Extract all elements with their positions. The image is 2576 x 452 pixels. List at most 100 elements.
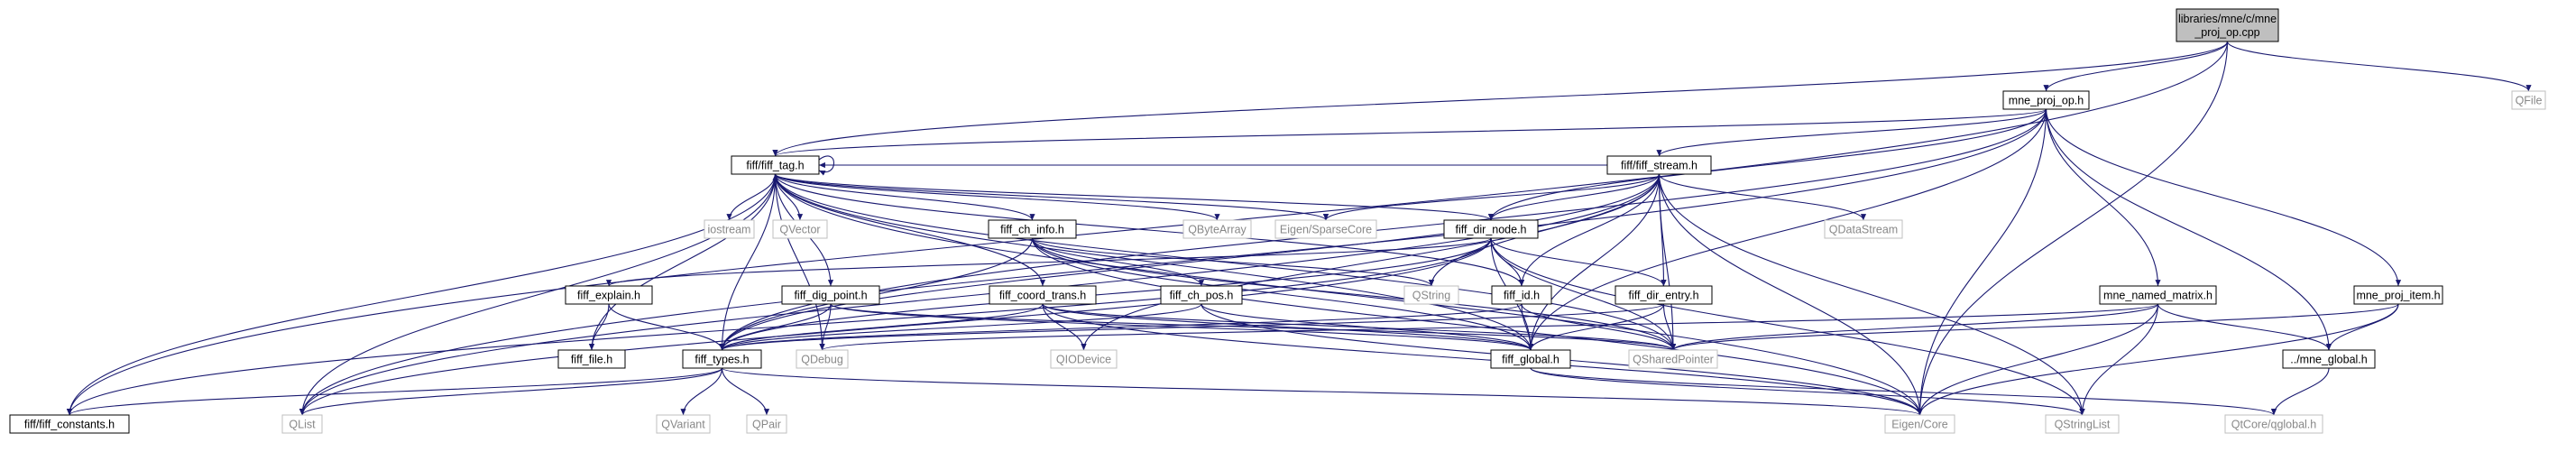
node-fiff-ch-pos[interactable]: fiff_ch_pos.h bbox=[1160, 285, 1243, 305]
node-qstringlist: QStringList bbox=[2045, 414, 2120, 434]
node-label: fiff_dig_point.h bbox=[794, 290, 867, 302]
node-label: fiff/fiff_constants.h bbox=[24, 419, 115, 431]
node-box bbox=[1274, 219, 1377, 239]
node-mne-proj-item[interactable]: mne_proj_item.h bbox=[2353, 285, 2443, 305]
node-qsharedpointer: QSharedPointer bbox=[1628, 349, 1718, 369]
node-fiff-tag[interactable]: fiff/fiff_tag.h bbox=[731, 155, 820, 175]
node-box bbox=[2224, 414, 2323, 434]
node-label: mne_proj_op.h bbox=[2009, 95, 2084, 107]
edge-fiff_tag-to-eigen_core bbox=[774, 173, 1923, 416]
node-fiff-constants[interactable]: fiff/fiff_constants.h bbox=[9, 414, 130, 434]
node-mne-proj-op[interactable]: mne_proj_op.h bbox=[2002, 90, 2090, 110]
node-mne-named-matrix[interactable]: mne_named_matrix.h bbox=[2099, 285, 2217, 305]
node-label: QFile bbox=[2516, 95, 2543, 107]
node-box bbox=[682, 349, 762, 369]
node-box bbox=[1050, 349, 1118, 369]
edge-fiff_tag-to-qsharedpointer bbox=[774, 173, 1677, 351]
node-fiff-stream[interactable]: fiff/fiff_stream.h bbox=[1606, 155, 1712, 175]
node-label: QDataStream bbox=[1829, 224, 1898, 236]
node-box bbox=[1443, 219, 1539, 239]
edge-fiff_dir_entry-to-fiff_global bbox=[1527, 303, 1665, 351]
node-fiff-coord-trans[interactable]: fiff_coord_trans.h bbox=[989, 285, 1097, 305]
edge-fiff_dir_node-to-fiff_tag bbox=[772, 173, 1492, 221]
node-label: ../mne_global.h bbox=[2290, 354, 2368, 366]
node-iostream: iostream bbox=[704, 219, 755, 239]
node-label: QtCore/qglobal.h bbox=[2231, 419, 2317, 431]
node-box bbox=[565, 285, 653, 305]
edge-fiff_coord_trans-to-qiodevice bbox=[1042, 303, 1087, 351]
node-box bbox=[704, 219, 755, 239]
node-box bbox=[656, 414, 711, 434]
node-label: fiff/fiff_tag.h bbox=[746, 160, 804, 172]
node-label: libraries/mne/c/mne bbox=[2178, 13, 2277, 25]
edge-fiff_global-to-qstringlist bbox=[1530, 367, 2085, 416]
node-qbytearray: QByteArray bbox=[1182, 219, 1252, 239]
edge-mne_global-to-qglobal bbox=[2270, 367, 2330, 416]
node-label: QList bbox=[289, 419, 316, 431]
node-label: fiff_ch_info.h bbox=[1000, 224, 1064, 236]
edge-mne_proj_op-to-fiff_dir_node bbox=[1487, 108, 2047, 221]
edge-mne_proj_op-to-mne_proj_item bbox=[2045, 108, 2402, 287]
node-box bbox=[1403, 285, 1459, 305]
node-fiff-ch-info[interactable]: fiff_ch_info.h bbox=[988, 219, 1077, 239]
node-fiff-id[interactable]: fiff_id.h bbox=[1491, 285, 1552, 305]
edge-fiff_ch_pos-to-fiff_types bbox=[719, 303, 1202, 351]
node-qvariant: QVariant bbox=[656, 414, 711, 434]
edge-fiff_ch_info-to-qsharedpointer bbox=[1031, 237, 1676, 351]
node-label: fiff_file.h bbox=[571, 354, 612, 366]
edge-fiff_dir_node-to-fiff_dir_entry bbox=[1490, 237, 1667, 287]
node-label: fiff_coord_trans.h bbox=[999, 290, 1086, 302]
edge-root-to-fiff_constants bbox=[67, 41, 2229, 416]
node-eigen-sparse: Eigen/SparseCore bbox=[1274, 219, 1377, 239]
edge-fiff_tag-to-fiff_tag bbox=[818, 155, 835, 176]
node-eigen-core: Eigen/Core bbox=[1884, 414, 1955, 434]
edge-mne_named_matrix-to-qsharedpointer bbox=[1670, 303, 2159, 351]
edge-fiff_global-to-qglobal bbox=[1530, 367, 2277, 416]
edge-fiff_types-to-eigen_core bbox=[721, 367, 1923, 416]
node-box bbox=[2045, 414, 2120, 434]
edge-fiff_id-to-fiff_global bbox=[1521, 303, 1534, 351]
node-fiff-dir-entry[interactable]: fiff_dir_entry.h bbox=[1615, 285, 1713, 305]
node-fiff-explain[interactable]: fiff_explain.h bbox=[565, 285, 653, 305]
edge-fiff_stream-to-eigen_sparse bbox=[1323, 173, 1661, 221]
node-label: fiff_types.h bbox=[695, 354, 749, 366]
node-box bbox=[1490, 349, 1571, 369]
edge-fiff_tag-to-fiff_types bbox=[719, 173, 777, 351]
node-label: QIODevice bbox=[1056, 354, 1111, 366]
edge-fiff_ch_pos-to-fiff_global bbox=[1201, 303, 1533, 351]
edge-fiff_stream-to-fiff_global bbox=[1527, 173, 1661, 351]
node-label: fiff_dir_node.h bbox=[1456, 224, 1527, 236]
edge-fiff_tag-to-fiff_id bbox=[774, 173, 1524, 287]
node-box bbox=[281, 414, 323, 434]
node-fiff-global[interactable]: fiff_global.h bbox=[1490, 349, 1571, 369]
node-root: libraries/mne/c/mne_proj_op.cpp bbox=[2176, 8, 2279, 42]
node-fiff-dir-node[interactable]: fiff_dir_node.h bbox=[1443, 219, 1539, 239]
edge-mne_named_matrix-to-mne_global bbox=[2157, 303, 2332, 351]
node-box bbox=[9, 414, 130, 434]
edge-fiff_tag-to-fiff_coord_trans bbox=[774, 173, 1046, 287]
node-fiff-types[interactable]: fiff_types.h bbox=[682, 349, 762, 369]
node-fiff-dig-point[interactable]: fiff_dig_point.h bbox=[781, 285, 880, 305]
edge-fiff_ch_info-to-qstring bbox=[1031, 237, 1434, 287]
edge-mne_proj_op-to-fiff_types bbox=[719, 108, 2047, 351]
node-label: Eigen/Core bbox=[1891, 419, 1948, 431]
node-label: fiff_explain.h bbox=[577, 290, 640, 302]
node-box bbox=[989, 285, 1097, 305]
node-box bbox=[2282, 349, 2376, 369]
edge-mne_proj_item-to-qsharedpointer bbox=[1670, 303, 2399, 351]
node-label: QPair bbox=[752, 419, 781, 431]
node-fiff-file[interactable]: fiff_file.h bbox=[557, 349, 626, 369]
edge-fiff_tag-to-qbytearray bbox=[774, 173, 1220, 221]
node-label: QVariant bbox=[661, 419, 705, 431]
node-box bbox=[746, 414, 787, 434]
edge-fiff_stream-to-fiff_id bbox=[1518, 173, 1661, 287]
edge-fiff_stream-to-qdatastream bbox=[1658, 173, 1867, 221]
node-label: mne_named_matrix.h bbox=[2103, 290, 2213, 302]
node-mne-global[interactable]: ../mne_global.h bbox=[2282, 349, 2376, 369]
node-label: QDebug bbox=[801, 354, 843, 366]
edge-mne_proj_op-to-eigen_core bbox=[1917, 108, 2047, 416]
edge-fiff_tag-to-qlist bbox=[299, 173, 777, 416]
edge-fiff_dig_point-to-qsharedpointer bbox=[830, 303, 1676, 351]
edge-fiff_dir_node-to-qsharedpointer bbox=[1490, 237, 1677, 351]
